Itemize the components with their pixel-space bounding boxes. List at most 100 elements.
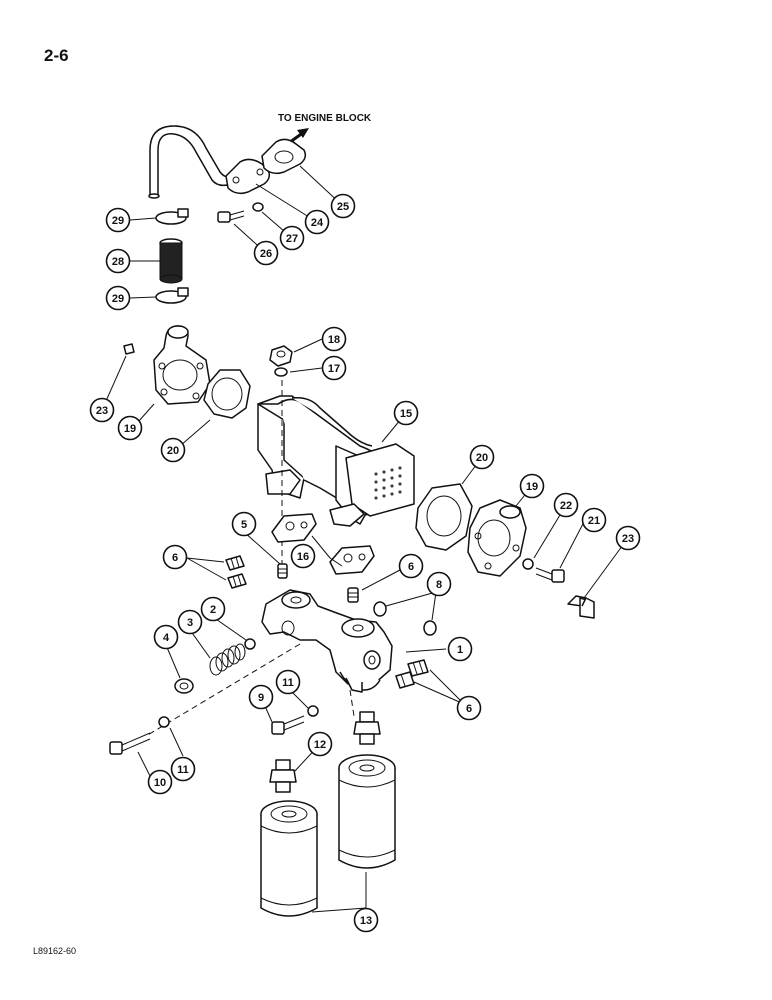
callout-circle bbox=[321, 355, 347, 381]
mounting-gasket-lower bbox=[329, 545, 375, 575]
callout-number: 11 bbox=[282, 677, 294, 689]
tube-flange bbox=[225, 158, 271, 195]
filter-adapter-left bbox=[269, 759, 297, 793]
figure-code: L89162-60 bbox=[33, 946, 77, 956]
plug-23-right bbox=[567, 595, 595, 619]
o-ring-8-lower bbox=[423, 620, 437, 636]
oil-filter-left bbox=[260, 800, 318, 917]
hose-28 bbox=[159, 238, 183, 284]
callout-circle bbox=[117, 415, 143, 441]
callout-circle bbox=[248, 684, 274, 710]
washer-22 bbox=[522, 558, 534, 570]
callout-13: 13 bbox=[353, 907, 379, 933]
o-ring-8-upper bbox=[373, 601, 387, 617]
callout-24: 24 bbox=[304, 209, 330, 235]
callout-10: 10 bbox=[147, 769, 173, 795]
callout-circle bbox=[398, 553, 424, 579]
callout-6: 6 bbox=[162, 544, 188, 570]
callout-number: 26 bbox=[260, 248, 272, 260]
callout-17: 17 bbox=[321, 355, 347, 381]
callout-2: 2 bbox=[200, 596, 226, 622]
callout-number: 4 bbox=[163, 632, 170, 644]
callout-number: 19 bbox=[124, 423, 136, 435]
callout-19: 19 bbox=[519, 473, 545, 499]
callout-circle bbox=[581, 507, 607, 533]
callout-number: 25 bbox=[337, 201, 349, 213]
callout-circle bbox=[162, 544, 188, 570]
callout-20: 20 bbox=[160, 437, 186, 463]
callout-4: 4 bbox=[153, 624, 179, 650]
end-cover-left bbox=[153, 325, 211, 405]
callout-circle bbox=[231, 511, 257, 537]
callout-number: 2 bbox=[210, 604, 216, 616]
callout-circle bbox=[105, 207, 131, 233]
callout-number: 5 bbox=[241, 519, 247, 531]
callout-number: 12 bbox=[314, 739, 326, 751]
callout-19: 19 bbox=[117, 415, 143, 441]
callout-number: 23 bbox=[96, 405, 108, 417]
callouts: 1234566689101111121315161718191920202122… bbox=[89, 193, 641, 933]
callout-circle bbox=[519, 473, 545, 499]
callout-number: 11 bbox=[177, 764, 189, 776]
callout-number: 16 bbox=[297, 551, 309, 563]
callout-circle bbox=[456, 695, 482, 721]
callout-circle bbox=[553, 492, 579, 518]
callout-circle bbox=[200, 596, 226, 622]
hose-clamp-upper bbox=[155, 208, 189, 225]
callout-circle bbox=[615, 525, 641, 551]
callout-circle bbox=[426, 571, 452, 597]
callout-number: 24 bbox=[311, 217, 324, 229]
callout-number: 21 bbox=[588, 515, 600, 527]
callout-number: 27 bbox=[286, 233, 298, 245]
callout-27: 27 bbox=[279, 225, 305, 251]
callout-20: 20 bbox=[469, 444, 495, 470]
callout-circle bbox=[393, 400, 419, 426]
callout-circle bbox=[321, 326, 347, 352]
oil-cooler bbox=[257, 395, 415, 527]
callout-number: 8 bbox=[436, 579, 442, 591]
bolt-21 bbox=[535, 567, 565, 583]
bolt-26 bbox=[217, 210, 245, 223]
washer-11-left bbox=[158, 716, 170, 728]
filter-adapter-right bbox=[353, 711, 381, 745]
callout-6: 6 bbox=[456, 695, 482, 721]
callout-circle bbox=[304, 209, 330, 235]
callout-circle bbox=[253, 240, 279, 266]
callout-circle bbox=[89, 397, 115, 423]
washer-17 bbox=[274, 367, 288, 377]
page-number: 2-6 bbox=[44, 46, 69, 65]
callout-number: 29 bbox=[112, 293, 124, 305]
callout-11: 11 bbox=[170, 756, 196, 782]
callout-number: 9 bbox=[258, 692, 264, 704]
fitting-6-left-lower bbox=[227, 573, 247, 589]
washer-11-right bbox=[307, 705, 319, 717]
callout-26: 26 bbox=[253, 240, 279, 266]
callout-circle bbox=[447, 636, 473, 662]
callout-28: 28 bbox=[105, 248, 131, 274]
callout-number: 28 bbox=[112, 256, 124, 268]
callout-9: 9 bbox=[248, 684, 274, 710]
oil-filter-right bbox=[338, 754, 396, 869]
callout-circle bbox=[290, 543, 316, 569]
callout-12: 12 bbox=[307, 731, 333, 757]
callout-23: 23 bbox=[89, 397, 115, 423]
callout-number: 6 bbox=[466, 703, 472, 715]
callout-circle bbox=[279, 225, 305, 251]
check-ball bbox=[244, 638, 256, 650]
callout-circle bbox=[105, 248, 131, 274]
drain-axis-line bbox=[349, 689, 355, 717]
callout-number: 23 bbox=[622, 533, 634, 545]
fitting-5 bbox=[277, 563, 288, 579]
callout-circle bbox=[147, 769, 173, 795]
callout-circle bbox=[469, 444, 495, 470]
callout-circle bbox=[160, 437, 186, 463]
callout-number: 10 bbox=[154, 777, 166, 789]
callout-15: 15 bbox=[393, 400, 419, 426]
tube-gasket bbox=[261, 138, 307, 175]
callout-number: 15 bbox=[400, 408, 412, 420]
callout-number: 1 bbox=[457, 644, 463, 656]
callout-number: 29 bbox=[112, 215, 124, 227]
callout-number: 6 bbox=[172, 552, 178, 564]
